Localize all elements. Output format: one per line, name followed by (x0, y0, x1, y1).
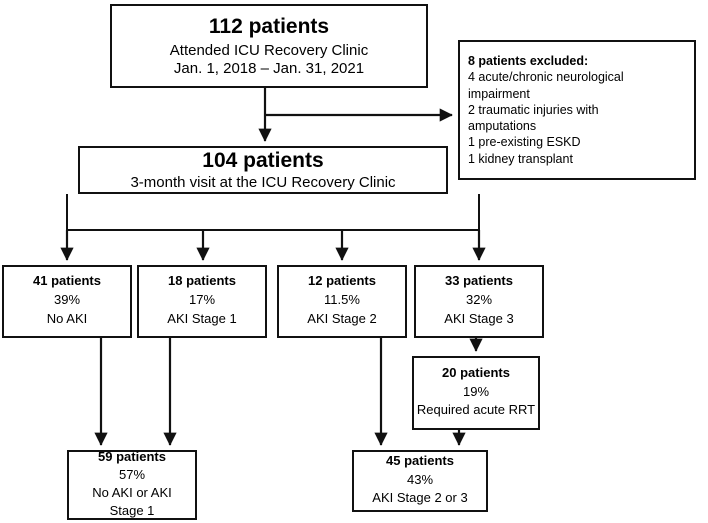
edge-threemonth-bus (66, 194, 480, 231)
node-excluded-line-4: amputations (468, 119, 537, 134)
node-stage-1: 18 patients 17% AKI Stage 1 (137, 265, 267, 338)
node-stage-2: 12 patients 11.5% AKI Stage 2 (277, 265, 407, 338)
node-excluded-line-6: 1 kidney transplant (468, 151, 573, 166)
node-stage-1-percent: 17% (188, 292, 216, 308)
node-summary-severe-percent: 43% (406, 471, 434, 487)
node-rrt-label: Required acute RRT (416, 402, 536, 418)
node-stage-3: 33 patients 32% AKI Stage 3 (414, 265, 544, 338)
node-summary-mild-label-2: Stage 1 (109, 502, 155, 518)
node-summary-severe-label: AKI Stage 2 or 3 (372, 490, 468, 506)
node-stage-1-label: AKI Stage 1 (167, 310, 237, 326)
node-three-month-heading: 104 patients (202, 148, 324, 172)
node-summary-mild-label-1: No AKI or AKI (92, 485, 172, 500)
node-stage-2-label: AKI Stage 2 (307, 310, 377, 326)
node-stage-3-label: AKI Stage 3 (444, 310, 514, 326)
node-three-month-visit: 104 patients 3-month visit at the ICU Re… (78, 146, 448, 194)
node-summary-severe-heading: 45 patients (386, 452, 454, 468)
node-excluded-patients: 8 patients excluded: 4 acute/chronic neu… (458, 40, 696, 180)
node-summary-stage-2-or-3: 45 patients 43% AKI Stage 2 or 3 (352, 450, 488, 512)
node-summary-no-aki-or-stage-1: 59 patients 57% No AKI or AKI Stage 1 (67, 449, 197, 520)
node-three-month-line-1: 3-month visit at the ICU Recovery Clinic (130, 174, 396, 192)
node-excluded-line-1: 4 acute/chronic neurological (468, 70, 624, 85)
node-excluded-line-3: 2 traumatic injuries with (468, 102, 599, 117)
node-excluded-line-2: impairment (468, 86, 530, 101)
node-stage-0-percent: 39% (53, 292, 81, 308)
node-summary-mild-percent: 57% (118, 467, 146, 483)
node-rrt-heading: 20 patients (442, 364, 510, 380)
node-summary-mild-heading: 59 patients (98, 449, 166, 465)
node-stage-3-heading: 33 patients (445, 273, 513, 289)
node-enrolled-line-1: Attended ICU Recovery Clinic (169, 41, 369, 59)
node-enrolled-heading: 112 patients (208, 14, 330, 38)
node-stage-1-heading: 18 patients (168, 273, 236, 289)
node-stage-3-percent: 32% (465, 292, 493, 308)
node-stage-0-heading: 41 patients (33, 273, 101, 289)
node-enrolled-line-2: Jan. 1, 2018 – Jan. 31, 2021 (173, 59, 365, 77)
node-stage-0-label: No AKI (46, 310, 88, 326)
node-excluded-line-5: 1 pre-existing ESKD (468, 135, 581, 150)
node-required-acute-rrt: 20 patients 19% Required acute RRT (412, 356, 540, 430)
node-excluded-heading: 8 patients excluded: (468, 54, 589, 69)
node-stage-2-heading: 12 patients (308, 273, 376, 289)
node-rrt-percent: 19% (462, 383, 490, 399)
node-stage-no-aki: 41 patients 39% No AKI (2, 265, 132, 338)
node-enrolled-patients: 112 patients Attended ICU Recovery Clini… (110, 4, 428, 88)
node-stage-2-percent: 11.5% (324, 292, 360, 308)
